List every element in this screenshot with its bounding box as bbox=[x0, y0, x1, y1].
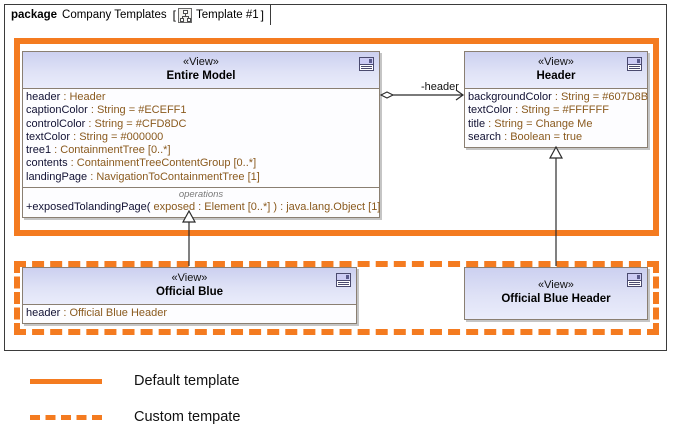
attribute-type: Official Blue Header bbox=[69, 307, 168, 319]
attribute-separator: : bbox=[551, 91, 561, 103]
view-icon bbox=[359, 57, 374, 71]
attribute-row: tree1 : ContainmentTree [0..*] bbox=[26, 144, 379, 157]
attribute-row: contents : ContainmentTreeContentGroup [… bbox=[26, 157, 379, 170]
attributes-compartment-header: backgroundColor : String = #607D8B textC… bbox=[465, 89, 649, 148]
hierarchy-icon bbox=[178, 7, 192, 23]
attribute-separator: : bbox=[60, 91, 70, 103]
attribute-name: textColor bbox=[468, 104, 513, 117]
legend-row-custom: Custom tempate bbox=[30, 399, 330, 435]
attribute-name: textColor bbox=[26, 130, 71, 143]
legend-swatch-solid bbox=[30, 378, 102, 384]
operation-row: +exposedTolandingPage( exposed : Element… bbox=[26, 201, 381, 214]
attribute-separator: : bbox=[85, 117, 95, 130]
attribute-name: captionColor bbox=[26, 104, 88, 117]
view-icon bbox=[627, 57, 642, 71]
attribute-separator: : bbox=[70, 130, 80, 143]
class-official-blue-header[interactable]: «View» Official Blue Header bbox=[464, 267, 648, 320]
class-name-label: Entire Model bbox=[166, 70, 236, 82]
attribute-row: landingPage : NavigationToContainmentTre… bbox=[26, 171, 379, 184]
template-name: Template #1 bbox=[196, 9, 259, 21]
class-name-label: Header bbox=[536, 70, 576, 82]
attribute-separator: : bbox=[512, 104, 522, 117]
legend-label-custom: Custom tempate bbox=[134, 409, 241, 425]
attributes-compartment-official-blue: header : Official Blue Header bbox=[23, 305, 356, 324]
view-icon bbox=[336, 273, 351, 287]
attribute-name: tree1 bbox=[26, 144, 52, 157]
association-role-label: -header bbox=[421, 81, 459, 93]
attribute-type: String = #000000 bbox=[79, 130, 164, 143]
attribute-name: search bbox=[468, 130, 502, 143]
attribute-separator: : bbox=[87, 170, 97, 183]
attribute-name: landingPage bbox=[26, 170, 88, 183]
stereotype-label: «View» bbox=[183, 56, 219, 68]
attribute-row: header : Header bbox=[26, 91, 379, 104]
attribute-name: title bbox=[468, 117, 486, 130]
class-header-header: «View» Header bbox=[465, 52, 647, 89]
stereotype-label: «View» bbox=[171, 272, 208, 284]
attribute-name: contents bbox=[26, 157, 68, 170]
attribute-name: header bbox=[26, 307, 61, 319]
attribute-separator: : bbox=[87, 104, 97, 117]
class-name-label: Official Blue bbox=[155, 286, 224, 298]
view-icon bbox=[627, 273, 642, 287]
attribute-type: String = #607D8B bbox=[560, 91, 649, 103]
class-official-blue[interactable]: «View» Official Blue header : Official B… bbox=[22, 267, 357, 325]
attributes-compartment-entire-model: header : Header captionColor : String = … bbox=[23, 89, 379, 189]
attribute-row: textColor : String = #FFFFFF bbox=[468, 104, 647, 117]
attribute-separator: : bbox=[485, 117, 495, 130]
operation-signature: exposed : Element [0..*] ) : java.lang.O… bbox=[150, 201, 381, 214]
attribute-row: backgroundColor : String = #607D8B bbox=[468, 91, 649, 104]
operation-name: +exposedTolandingPage( bbox=[26, 201, 151, 214]
attribute-row: title : String = Change Me bbox=[468, 118, 647, 131]
attribute-row: search : Boolean = true bbox=[468, 131, 647, 144]
class-name-label: Official Blue Header bbox=[501, 293, 611, 305]
legend-label-default: Default template bbox=[134, 373, 240, 389]
class-header-entire-model: «View» Entire Model bbox=[23, 52, 379, 89]
class-entire-model[interactable]: «View» Entire Model header : Header capt… bbox=[22, 51, 381, 219]
attribute-row: textColor : String = #000000 bbox=[26, 131, 379, 144]
package-name: Company Templates bbox=[62, 9, 167, 21]
attribute-type: ContainmentTree [0..*] bbox=[60, 144, 171, 157]
attribute-name: backgroundColor bbox=[468, 91, 552, 103]
operations-label: operations bbox=[178, 189, 224, 201]
bracket-open: [ bbox=[172, 8, 176, 22]
legend-swatch-dashed bbox=[30, 414, 102, 420]
package-keyword: package bbox=[11, 9, 58, 21]
stereotype-label: «View» bbox=[538, 279, 574, 291]
attribute-type: String = #FFFFFF bbox=[521, 104, 609, 117]
attribute-type: ContainmentTreeContentGroup [0..*] bbox=[76, 157, 257, 170]
legend: Default template Custom tempate bbox=[30, 363, 330, 435]
attribute-row: captionColor : String = #ECEFF1 bbox=[26, 104, 379, 117]
stereotype-label: «View» bbox=[538, 56, 574, 68]
attribute-separator: : bbox=[501, 130, 511, 143]
attribute-separator: : bbox=[51, 144, 61, 157]
class-header[interactable]: «View» Header backgroundColor : String =… bbox=[464, 51, 649, 149]
attribute-name: header bbox=[26, 91, 61, 103]
attribute-type: NavigationToContainmentTree [1] bbox=[96, 170, 260, 183]
attribute-type: String = #CFD8DC bbox=[94, 117, 187, 130]
attribute-type: String = Change Me bbox=[494, 117, 593, 130]
attribute-separator: : bbox=[67, 157, 77, 170]
attribute-separator: : bbox=[60, 307, 70, 319]
attribute-type: String = #ECEFF1 bbox=[96, 104, 187, 117]
attribute-row: header : Official Blue Header bbox=[26, 307, 356, 320]
class-header-official-blue-header: «View» Official Blue Header bbox=[465, 268, 647, 319]
operations-compartment-entire-model: operations +exposedTolandingPage( expose… bbox=[23, 188, 381, 218]
legend-row-default: Default template bbox=[30, 363, 330, 399]
attribute-type: Header bbox=[69, 91, 106, 103]
attribute-type: Boolean = true bbox=[510, 130, 583, 143]
class-header-official-blue: «View» Official Blue bbox=[23, 268, 356, 305]
attribute-row: controlColor : String = #CFD8DC bbox=[26, 118, 379, 131]
default-template-region bbox=[14, 38, 659, 236]
package-tab[interactable]: package Company Templates [ Template #1 … bbox=[4, 4, 271, 25]
bracket-close: ] bbox=[260, 8, 264, 22]
custom-template-region bbox=[14, 261, 659, 335]
attribute-name: controlColor bbox=[26, 117, 86, 130]
